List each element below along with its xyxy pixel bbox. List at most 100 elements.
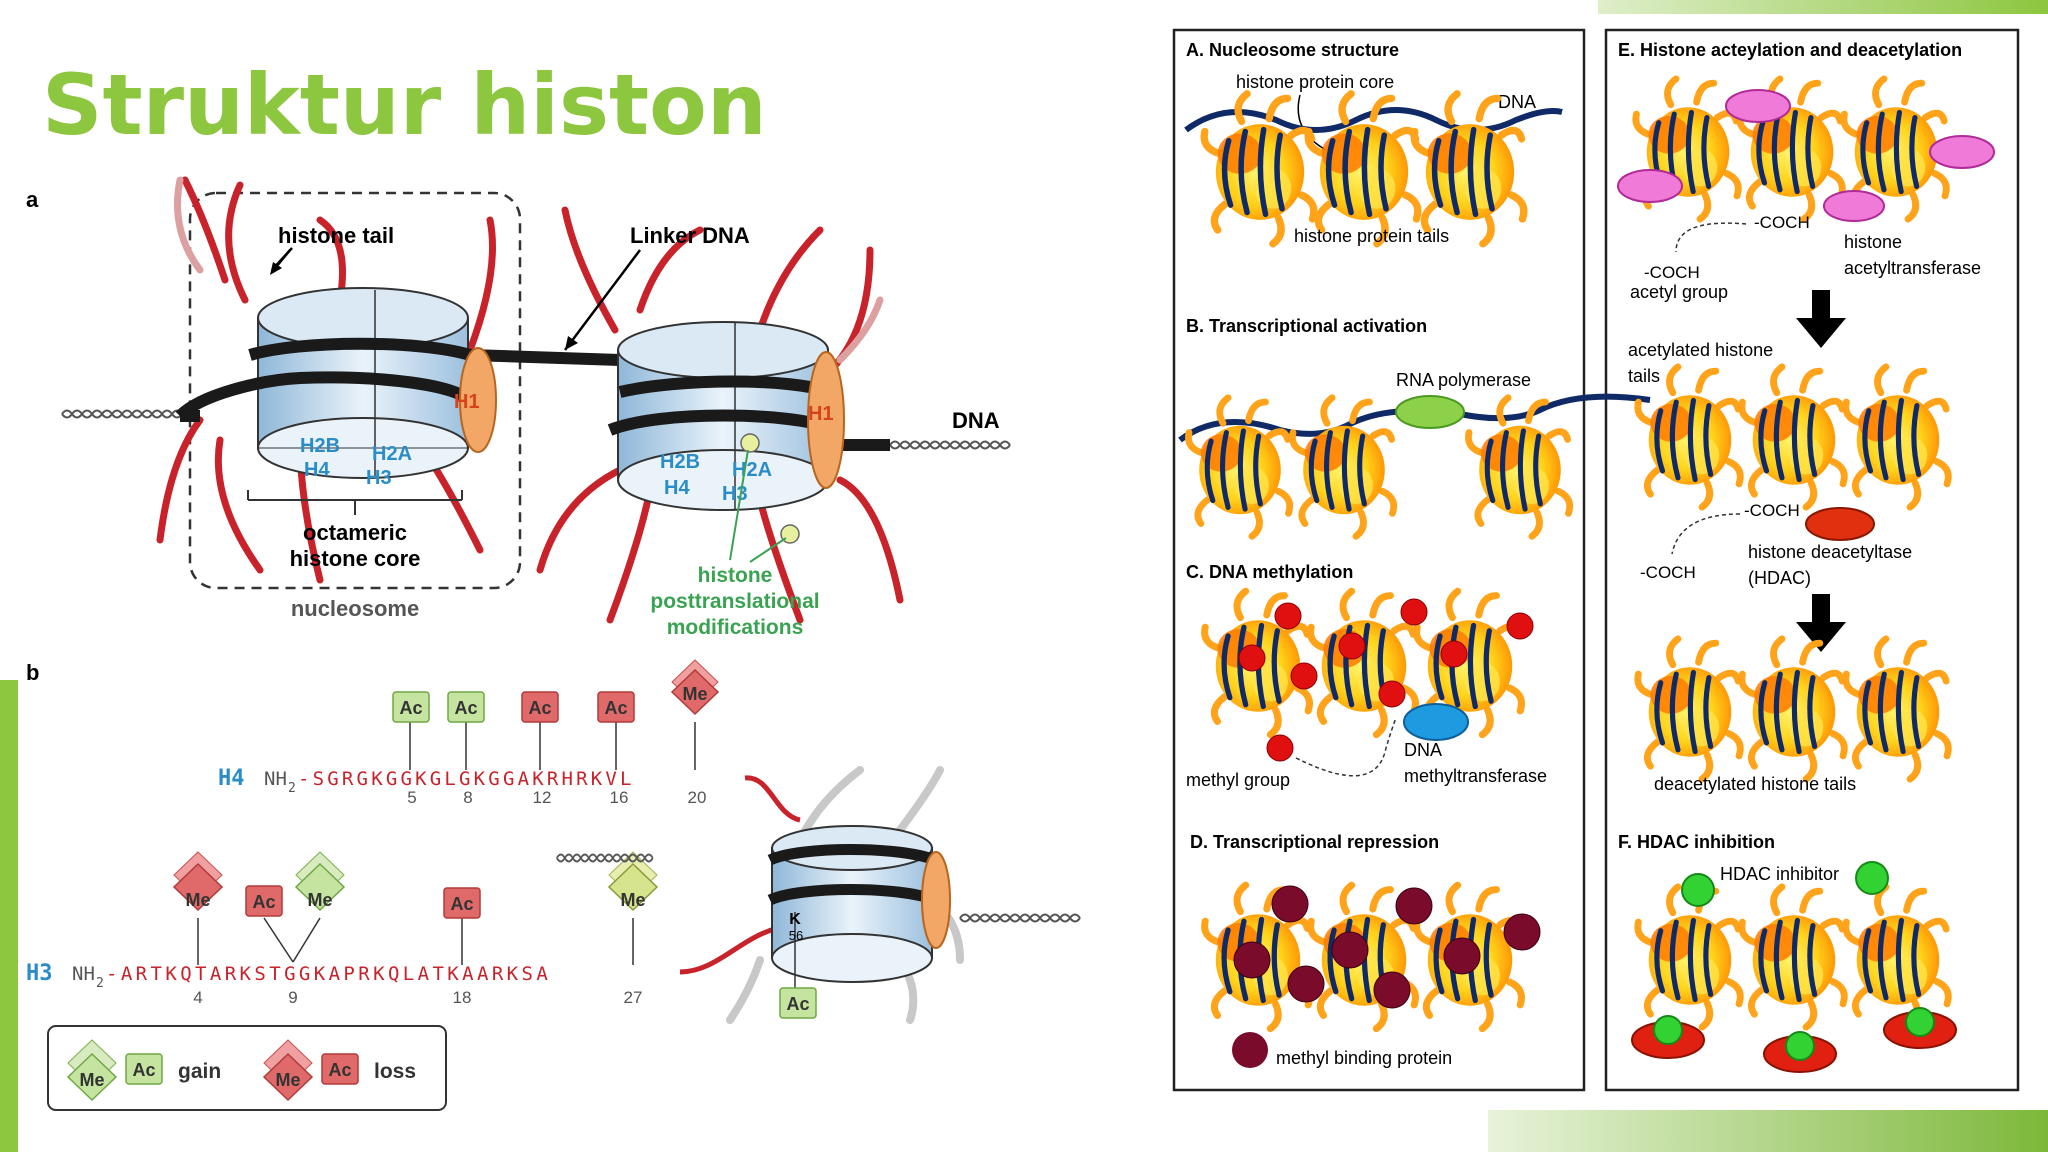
k56-num: 56 bbox=[789, 928, 803, 943]
panel-B-title: B. Transcriptional activation bbox=[1186, 316, 1427, 336]
octameric-label: octameric bbox=[303, 520, 407, 545]
ptm-label-3: modifications bbox=[667, 616, 804, 639]
h4-mark-k5: Ac 5 bbox=[392, 691, 430, 807]
h4-mark-k12: Ac 12 bbox=[521, 691, 559, 807]
slide-title: Struktur histon bbox=[42, 56, 767, 154]
histone-core-label: histone core bbox=[290, 546, 421, 571]
acetylated-label-1: acetylated histone bbox=[1628, 340, 1773, 360]
dna-right bbox=[889, 440, 1011, 450]
h4-nh2: NH bbox=[264, 768, 287, 790]
deacetylated-label: deacetylated histone tails bbox=[1654, 774, 1856, 794]
ac-label: Ac bbox=[450, 894, 473, 914]
h2b-label-1: H2B bbox=[300, 435, 340, 457]
panel-F: F. HDAC inhibition HDAC inhibitor bbox=[1618, 832, 1957, 1073]
h3-label: H3 bbox=[26, 961, 53, 986]
k56-k: K bbox=[789, 911, 801, 928]
h4-pos: 8 bbox=[463, 788, 472, 807]
h2b-label-2: H2B bbox=[660, 451, 700, 473]
h1-label-1: H1 bbox=[454, 391, 480, 413]
methyl-group-label: methyl group bbox=[1186, 770, 1290, 790]
coch3-label-1: -COCH bbox=[1754, 213, 1810, 232]
h1-label-2: H1 bbox=[808, 403, 834, 425]
dnmt-label-1: DNA bbox=[1404, 740, 1442, 760]
nucleosome-box bbox=[188, 191, 522, 590]
nucleosome-2: H1 H2B H2A H4 H3 bbox=[536, 206, 904, 624]
dna-label-a: DNA bbox=[952, 408, 1000, 433]
legend-ac-gain: Ac bbox=[132, 1060, 155, 1080]
panel-a-tag: a bbox=[26, 187, 39, 212]
dna-label-A: DNA bbox=[1498, 92, 1536, 112]
h4-nh2-sub: 2 bbox=[288, 781, 296, 796]
left-edge-accent bbox=[0, 680, 18, 1152]
coch3-label-4: -COCH bbox=[1640, 563, 1696, 582]
h4-pos: 20 bbox=[688, 788, 707, 807]
nucleosome-label: nucleosome bbox=[291, 596, 419, 621]
hdac-label-2: (HDAC) bbox=[1748, 568, 1811, 588]
legend-me-loss: Me bbox=[275, 1070, 300, 1090]
ac-label: Ac bbox=[528, 698, 551, 718]
h3-label-2: H3 bbox=[722, 483, 748, 505]
histone-protein-tails-label: histone protein tails bbox=[1294, 226, 1449, 246]
coch3-label-2: -COCH bbox=[1644, 263, 1700, 282]
hat-label-2: acetyltransferase bbox=[1844, 258, 1981, 278]
linker-dna-label: Linker DNA bbox=[630, 223, 750, 248]
h4-pos: 5 bbox=[407, 788, 416, 807]
h3-pos: 18 bbox=[453, 988, 472, 1007]
panel-D-title: D. Transcriptional repression bbox=[1190, 832, 1439, 852]
bottom-right-accent bbox=[1488, 1110, 2048, 1152]
panel-E-title: E. Histone acteylation and deacetylation bbox=[1618, 40, 1962, 60]
histone-protein-core-label: histone protein core bbox=[1236, 72, 1394, 92]
ptm-label-2: posttranslational bbox=[650, 590, 819, 613]
h4-label-1: H4 bbox=[304, 459, 330, 481]
legend-me-gain: Me bbox=[79, 1070, 104, 1090]
rna-polymerase-label: RNA polymerase bbox=[1396, 370, 1531, 390]
methyl-binding-protein-label: methyl binding protein bbox=[1276, 1048, 1452, 1068]
panel-D: D. Transcriptional repression methyl bin… bbox=[1190, 832, 1541, 1068]
legend-loss: loss bbox=[374, 1060, 416, 1083]
nucleosome-b: K 56 Ac bbox=[555, 766, 1081, 1024]
h2a-label-2: H2A bbox=[732, 459, 772, 481]
ac-label: Ac bbox=[399, 698, 422, 718]
coch3-label-3: -COCH bbox=[1744, 501, 1800, 520]
histone-tail-label: histone tail bbox=[278, 223, 394, 248]
panel-F-title: F. HDAC inhibition bbox=[1618, 832, 1775, 852]
h4-pos: 12 bbox=[533, 788, 552, 807]
panel-E: E. Histone acteylation and deacetylation… bbox=[1617, 40, 1995, 794]
legend: Me Ac gain Me Ac loss bbox=[47, 1025, 447, 1111]
me-label: Me bbox=[620, 890, 645, 910]
hat-label-1: histone bbox=[1844, 232, 1902, 252]
h3-mark-k18: Ac 18 bbox=[443, 887, 481, 1007]
panel-C-title: C. DNA methylation bbox=[1186, 562, 1353, 582]
me-label: Me bbox=[185, 890, 210, 910]
hdac-label-1: histone deacetyltase bbox=[1748, 542, 1912, 562]
h3-sequence: -ARTKQTARKSTGGKAPRKQLATKAARKSA bbox=[106, 963, 551, 985]
h3-label-1: H3 bbox=[366, 467, 392, 489]
h3-mark-k27: Me 27 bbox=[607, 851, 659, 1007]
panel-A: A. Nucleosome structure histone protein … bbox=[1184, 40, 1563, 246]
h3-pos: 4 bbox=[193, 988, 202, 1007]
ac-label: Ac bbox=[786, 994, 809, 1014]
hdac-inhibitor-label: HDAC inhibitor bbox=[1720, 864, 1839, 884]
h4-pos: 16 bbox=[610, 788, 629, 807]
me-label: Me bbox=[682, 684, 707, 704]
h3-mark-k4: Me 4 bbox=[172, 851, 224, 1007]
h4-mark-k16: Ac 16 bbox=[597, 691, 635, 807]
dnmt-label-2: methyltransferase bbox=[1404, 766, 1547, 786]
acetylated-label-2: tails bbox=[1628, 366, 1660, 386]
ac-label: Ac bbox=[252, 892, 275, 912]
h3-nh2: NH bbox=[72, 963, 95, 985]
h3-nh2-sub: 2 bbox=[96, 976, 104, 991]
h4-sequence: -SGRGKGGKGLGKGGAKRHRKVL bbox=[298, 768, 635, 790]
me-label: Me bbox=[307, 890, 332, 910]
acetyl-group-label: acetyl group bbox=[1630, 282, 1728, 302]
ptm-label-1: histone bbox=[698, 564, 773, 587]
panel-C: C. DNA methylation methyl group DNA meth… bbox=[1186, 562, 1547, 790]
legend-ac-loss: Ac bbox=[328, 1060, 351, 1080]
h2a-label-1: H2A bbox=[372, 443, 412, 465]
h4-mark-k20: Me 20 bbox=[670, 659, 720, 807]
panel-A-title: A. Nucleosome structure bbox=[1186, 40, 1399, 60]
h4-label-2: H4 bbox=[664, 477, 690, 499]
h3-pos: 27 bbox=[624, 988, 643, 1007]
h4-label: H4 bbox=[218, 766, 245, 791]
